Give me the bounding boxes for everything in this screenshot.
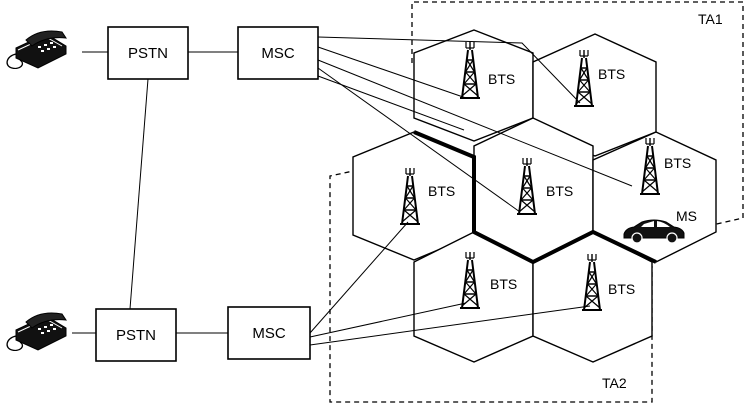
cell-grid — [352, 29, 717, 363]
ta2-boundary — [329, 167, 653, 403]
ta-border-bold — [413, 130, 657, 265]
ms-label: MS — [676, 208, 697, 224]
link-pstn-pstn — [129, 78, 149, 310]
links — [72, 36, 633, 346]
link-msc-bts — [317, 67, 521, 213]
bts-label: BTS — [546, 183, 573, 199]
telephone-icon — [6, 312, 67, 352]
bts-label: BTS — [488, 71, 515, 87]
pstn-bottom-label: PSTN — [116, 327, 156, 344]
bts-label: BTS — [490, 276, 517, 292]
ta1-label: TA1 — [698, 11, 723, 27]
link-msc-bts — [309, 221, 409, 334]
ta1-boundary — [411, 1, 744, 227]
ta2-label: TA2 — [602, 375, 627, 391]
link-msc-bts — [317, 36, 581, 104]
link-msc-bts — [317, 59, 633, 187]
msc-bottom-box: MSC — [227, 306, 311, 360]
pstn-top-box: PSTN — [107, 26, 189, 80]
cell-hexagon — [532, 33, 657, 157]
bts-label: BTS — [428, 183, 455, 199]
car-icon — [623, 219, 685, 244]
msc-top-label: MSC — [261, 45, 295, 62]
link-msc-bts — [309, 302, 467, 338]
telephone-icon — [6, 30, 67, 70]
bts-label: BTS — [608, 281, 635, 297]
pstn-bottom-box: PSTN — [95, 308, 177, 362]
bts-label: BTS — [664, 155, 691, 171]
msc-bottom-label: MSC — [252, 325, 286, 342]
msc-top-box: MSC — [237, 26, 319, 80]
pstn-top-label: PSTN — [128, 45, 168, 62]
link-msc-bts — [317, 46, 467, 99]
bts-label: BTS — [598, 66, 625, 82]
link-msc-bts — [317, 75, 465, 131]
link-msc-bts — [309, 305, 591, 346]
